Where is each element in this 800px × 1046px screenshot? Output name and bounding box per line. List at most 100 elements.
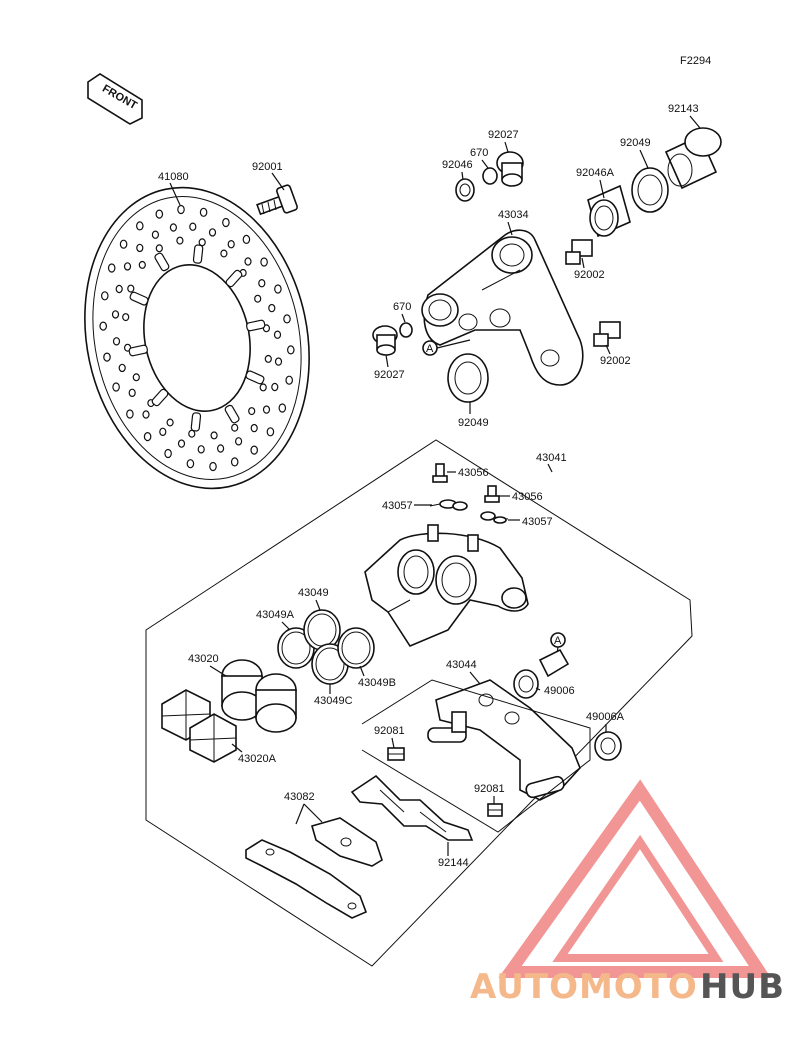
label-seal-left: 92049	[458, 417, 489, 429]
disc-hole	[248, 407, 256, 416]
bearing-left	[455, 178, 475, 202]
label-bolt-upper: 92002	[574, 269, 605, 281]
disc-slot	[225, 269, 243, 288]
disc-hole	[151, 230, 159, 239]
disc-hole	[169, 223, 177, 232]
disc-hole	[278, 403, 287, 413]
label-piston-2: 43020A	[238, 753, 277, 765]
svg-text:A: A	[554, 635, 562, 647]
caliper-holder	[427, 679, 581, 801]
label-piston-1: 43020	[188, 653, 219, 665]
label-clip-2: 92081	[474, 783, 505, 795]
oring-left	[399, 322, 413, 338]
disc-slot	[154, 252, 170, 272]
disc-slot	[151, 388, 169, 407]
disc-hole	[199, 207, 208, 217]
disc-hole	[119, 239, 128, 249]
label-boot-2: 49006A	[586, 711, 625, 723]
disc-hole	[176, 236, 184, 245]
disc-slot	[246, 319, 266, 332]
svg-text:A: A	[426, 343, 434, 355]
disc-bolt	[256, 184, 298, 216]
disc-hole	[227, 239, 235, 249]
disc-hole	[155, 209, 164, 219]
label-bearing-right: 92046A	[576, 167, 615, 179]
disc-hole	[159, 427, 167, 436]
cap-2	[480, 511, 509, 524]
disc-hole	[99, 321, 108, 331]
piston-insert-set	[161, 689, 237, 763]
holder-group-boundary	[361, 679, 591, 833]
label-bleeder-2: 43056	[512, 491, 543, 503]
disc-slot	[245, 370, 265, 385]
disc-hole	[111, 310, 120, 319]
disc-hole	[115, 284, 123, 294]
disc-hole	[197, 445, 205, 454]
brake-pad-set	[245, 817, 383, 919]
bolt-lower	[593, 321, 621, 347]
disc-hole	[132, 373, 140, 382]
caliper-assy-boundary	[145, 439, 693, 967]
boot-1	[513, 648, 570, 699]
front-arrow-icon: FRONT	[87, 73, 143, 125]
caliper-bracket	[421, 229, 584, 386]
disc-slot	[192, 244, 204, 264]
disc-hole	[136, 221, 144, 231]
disc-hole	[209, 461, 217, 472]
label-seal-1a: 43049A	[256, 609, 295, 621]
disc-hole	[231, 423, 239, 432]
caliper-body	[364, 524, 529, 647]
disc-hole	[107, 263, 116, 273]
disc-hole	[103, 352, 111, 362]
disc-hole	[222, 217, 230, 228]
disc-hole	[266, 427, 275, 437]
disc-hole	[273, 330, 282, 339]
disc-hole	[164, 448, 172, 459]
watermark-logo-icon	[498, 779, 772, 978]
collar-left	[372, 325, 398, 356]
disc-hole	[127, 284, 135, 293]
seal-left	[447, 353, 489, 403]
disc-hole	[155, 244, 163, 253]
disc-slot	[128, 344, 148, 357]
label-collar-left: 92027	[374, 369, 405, 381]
disc-hole	[118, 363, 126, 373]
label-bleeder-1: 43056	[458, 467, 489, 479]
label-collar-right: 92143	[668, 103, 699, 115]
label-pad-set: 43082	[284, 791, 315, 803]
disc-hole	[262, 405, 271, 414]
piston-seal-set	[277, 609, 375, 685]
disc-hole	[220, 249, 228, 258]
disc-hole	[254, 294, 262, 303]
disc-hole	[274, 284, 282, 294]
disc-hole	[285, 375, 294, 385]
disc-hole	[112, 337, 121, 346]
label-bolt-lower: 92002	[600, 355, 631, 367]
label-seal-1: 43049	[298, 587, 329, 599]
label-disc-bolt: 92001	[252, 161, 283, 173]
disc-hole	[177, 439, 186, 448]
disc-hole	[123, 262, 132, 271]
disc-hole	[101, 291, 109, 301]
disc-hole	[177, 204, 185, 215]
diagram-code: F2294	[680, 55, 711, 67]
label-disc: 41080	[158, 171, 189, 183]
disc-slot	[190, 412, 202, 432]
boot-2	[594, 731, 622, 761]
disc-hole	[244, 257, 252, 266]
label-spring: 92144	[438, 857, 469, 869]
disc-hole	[250, 445, 259, 455]
disc-hole	[274, 357, 283, 366]
pad-spring	[350, 774, 474, 841]
label-holder: 43044	[446, 659, 477, 671]
collar-top	[496, 151, 524, 187]
seal-right	[631, 167, 669, 213]
disc-hole	[242, 234, 251, 244]
watermark-text-part2: HUB	[700, 967, 785, 1007]
disc-hole	[258, 279, 266, 288]
watermark-text-part1: AUTOMOTO	[470, 967, 698, 1007]
label-oring-left: 670	[393, 301, 411, 313]
disc-hole	[142, 410, 150, 419]
label-seal-1b: 43049B	[358, 677, 396, 689]
